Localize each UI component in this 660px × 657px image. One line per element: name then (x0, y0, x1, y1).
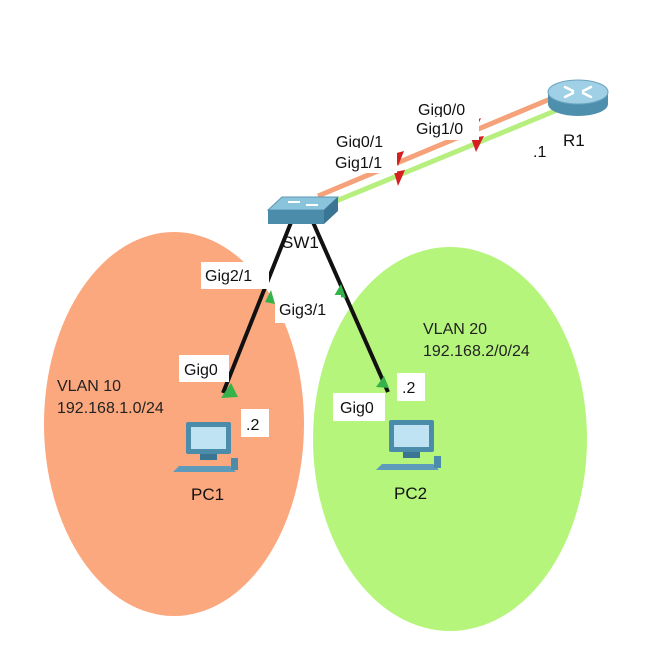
svg-text:Gig0: Gig0 (340, 400, 374, 417)
svg-text:.1: .1 (533, 144, 546, 161)
device-label-sw1: SW1 (282, 233, 319, 252)
port-label-sw1-gig01: Gig0/1 (333, 131, 399, 151)
link-sw1-gig21-pc1 (221, 219, 294, 394)
vlan10-name: VLAN 10 (57, 378, 121, 395)
vlan20-name: VLAN 20 (423, 321, 487, 338)
port-label-pc2-gig0: Gig0 (333, 393, 385, 421)
address-label-pc2: .2 (397, 373, 425, 401)
svg-text:Gig1/0: Gig1/0 (416, 121, 463, 138)
pc-pc2[interactable]: PC2 (376, 420, 441, 503)
pc-pc1[interactable]: PC1 (173, 422, 238, 504)
pc-icon (376, 420, 441, 470)
vlan10-subnet: 192.168.1.0/24 (57, 400, 164, 417)
vlan20-area (313, 247, 587, 631)
switch-sw1[interactable]: SW1 (266, 196, 340, 252)
router-icon (547, 79, 609, 116)
port-up-indicator (376, 376, 389, 388)
port-down-indicator (394, 170, 405, 186)
svg-text:.2: .2 (402, 380, 415, 397)
port-up-indicator (221, 383, 238, 398)
port-label-r1-gig10: Gig1/0 (413, 117, 479, 140)
address-label-pc1: .2 (241, 409, 269, 437)
device-label-pc2: PC2 (394, 484, 427, 503)
link-sw1-gig11-r1-gig10 (323, 105, 563, 209)
switch-icon (266, 196, 340, 224)
port-label-sw1-gig21: Gig2/1 (201, 262, 269, 289)
svg-text:Gig2/1: Gig2/1 (205, 268, 252, 285)
vlan20-subnet: 192.168.2/0/24 (423, 343, 530, 360)
port-up-indicator (334, 284, 346, 298)
device-label-pc1: PC1 (191, 485, 224, 504)
address-label-r1: .1 (527, 137, 555, 165)
svg-text:Gig3/1: Gig3/1 (279, 302, 326, 319)
link-sw1-gig01-r1-gig00 (317, 94, 556, 199)
svg-text:Gig0: Gig0 (184, 362, 218, 379)
svg-text:Gig1/1: Gig1/1 (335, 155, 382, 172)
port-label-sw1-gig31: Gig3/1 (275, 295, 341, 323)
svg-text:Gig0/0: Gig0/0 (418, 102, 465, 119)
port-label-pc1-gig0: Gig0 (179, 355, 229, 382)
svg-text:Gig0/1: Gig0/1 (336, 134, 383, 151)
router-r1[interactable]: R1 (547, 79, 609, 150)
svg-text:.2: .2 (246, 417, 259, 434)
pc-icon (173, 422, 238, 472)
port-label-sw1-gig11: Gig1/1 (331, 148, 397, 173)
device-label-r1: R1 (563, 131, 585, 150)
vlan10-area (44, 232, 304, 616)
port-up-indicator (265, 290, 275, 304)
port-label-r1-gig00: Gig0/0 (413, 99, 479, 119)
link-sw1-gig31-pc2 (310, 219, 390, 393)
